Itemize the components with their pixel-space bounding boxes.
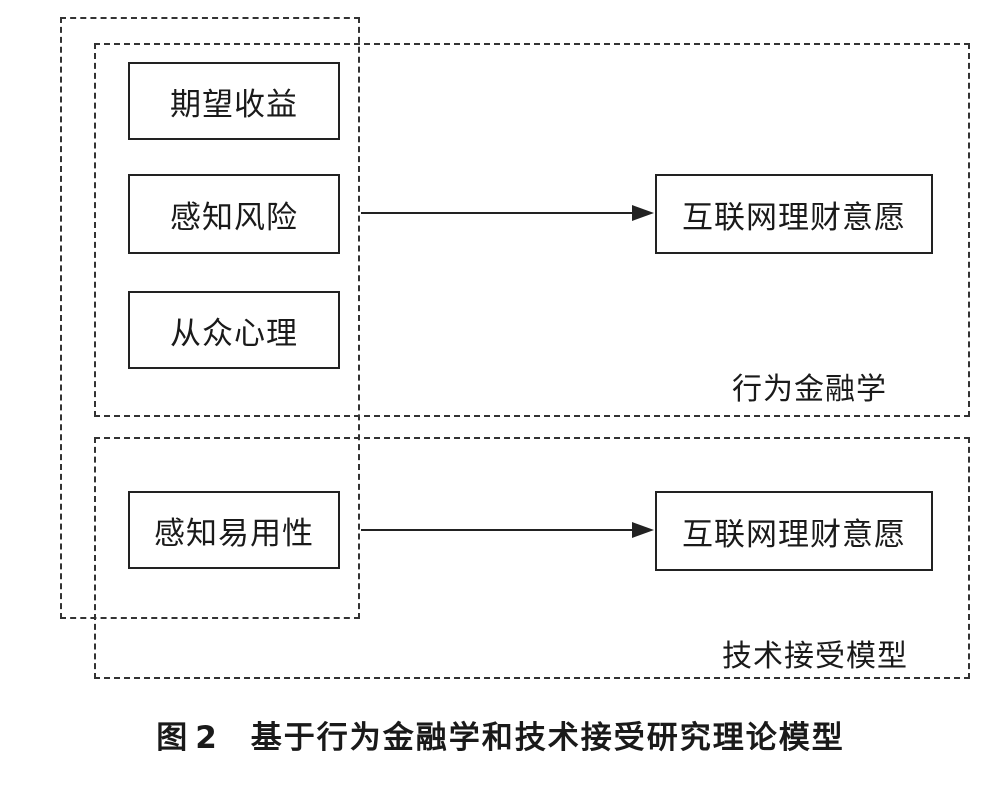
technology-acceptance-region: [94, 437, 970, 679]
technology-acceptance-outcome-box: 互联网理财意愿: [655, 491, 933, 571]
caption-title: 基于行为金融学和技术接受研究理论模型: [250, 720, 845, 756]
factor-group-outline: [60, 17, 360, 619]
herd-mentality-box: 从众心理: [128, 291, 340, 369]
caption-figure-number: 2: [195, 720, 219, 756]
perceived-ease-of-use-box: 感知易用性: [128, 491, 340, 569]
technology-acceptance-label: 技术接受模型: [722, 639, 908, 674]
caption-figure-label: 图: [156, 720, 190, 756]
expected-return-box: 期望收益: [128, 62, 340, 140]
behavioral-finance-arrow-head: [632, 205, 654, 221]
behavioral-finance-outcome-box: 互联网理财意愿: [655, 174, 933, 254]
behavioral-finance-label: 行为金融学: [732, 372, 887, 407]
behavioral-finance-region: [94, 43, 970, 417]
technology-acceptance-arrow-head: [632, 522, 654, 538]
perceived-risk-box: 感知风险: [128, 174, 340, 254]
